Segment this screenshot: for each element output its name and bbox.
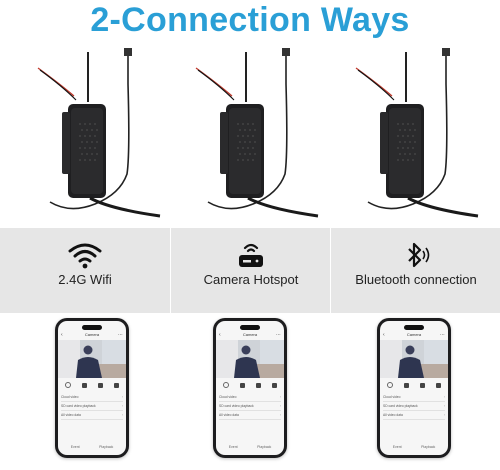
phone-app-preview-3: ‹ Camera ⋯ Cloud video› SD card video pl… [377,318,451,458]
page-title: 2-Connection Ways [90,1,410,39]
list-item[interactable]: SD card video playback› [61,402,123,411]
video-controls [218,381,282,389]
back-icon[interactable]: ‹ [383,332,385,338]
chevron-right-icon: › [279,404,281,408]
video-frame [216,340,284,378]
bluetooth-icon [408,242,430,268]
record-icon[interactable] [387,382,394,388]
record-icon[interactable] [223,382,230,388]
live-video-view[interactable] [380,340,448,378]
chevron-right-icon: › [121,404,123,408]
camera-module-1 [10,44,180,224]
video-frame [58,340,126,378]
live-video-view[interactable] [216,340,284,378]
app-screen: ‹ Camera ⋯ Cloud video› SD card video pl… [58,321,126,455]
connection-methods-band: 2.4G Wifi Camera Hotspot Bluetooth conne… [0,228,500,313]
dynamic-island [240,325,260,330]
more-icon[interactable]: ⋯ [276,332,281,338]
video-controls [60,381,124,389]
tab-playback[interactable]: Playback [99,445,114,449]
video-controls [382,381,446,389]
app-menu-list: Cloud video› SD card video playback› All… [61,393,123,420]
video-icon[interactable] [97,382,103,388]
connection-wifi: 2.4G Wifi [0,228,170,313]
dynamic-island [82,325,102,330]
chevron-right-icon: › [443,404,445,408]
app-screen-title: Camera [406,332,422,337]
phone-app-preview-1: ‹ Camera ⋯ Cloud video› SD card video pl… [55,318,129,458]
tab-event[interactable]: Event [228,445,238,449]
chevron-right-icon: › [121,413,123,417]
album-icon[interactable] [271,382,277,388]
album-icon[interactable] [113,382,119,388]
tab-playback[interactable]: Playback [421,445,436,449]
back-icon[interactable]: ‹ [61,332,63,338]
camera-module-illustration [195,48,319,218]
app-header: ‹ Camera ⋯ [380,331,448,339]
wifi-icon [68,243,102,269]
chevron-right-icon: › [443,413,445,417]
app-bottom-tabs: Event Playback [61,445,123,449]
connection-bluetooth: Bluetooth connection [330,228,500,313]
chevron-right-icon: › [443,395,445,399]
app-bottom-tabs: Event Playback [383,445,445,449]
camera-module-3 [328,44,498,224]
app-header: ‹ Camera ⋯ [216,331,284,339]
list-item[interactable]: Cloud video› [383,393,445,402]
video-icon[interactable] [419,382,425,388]
record-icon[interactable] [65,382,72,388]
dynamic-island [404,325,424,330]
camera-icon[interactable] [404,382,410,388]
more-icon[interactable]: ⋯ [118,332,123,338]
app-menu-list: Cloud video› SD card video playback› All… [219,393,281,420]
connection-label: Bluetooth connection [355,272,477,287]
list-item[interactable]: Cloud video› [219,393,281,402]
app-bottom-tabs: Event Playback [219,445,281,449]
back-icon[interactable]: ‹ [219,332,221,338]
chevron-right-icon: › [121,395,123,399]
live-video-view[interactable] [58,340,126,378]
video-frame [380,340,448,378]
list-item[interactable]: All video data› [219,411,281,420]
app-screen: ‹ Camera ⋯ Cloud video› SD card video pl… [380,321,448,455]
chevron-right-icon: › [279,395,281,399]
app-screen-title: Camera [242,332,258,337]
more-icon[interactable]: ⋯ [440,332,445,338]
app-screen-title: Camera [84,332,100,337]
app-menu-list: Cloud video› SD card video playback› All… [383,393,445,420]
list-item[interactable]: All video data› [383,411,445,420]
camera-module-illustration [355,48,479,218]
list-item[interactable]: SD card video playback› [219,402,281,411]
app-header: ‹ Camera ⋯ [58,331,126,339]
list-item[interactable]: All video data› [61,411,123,420]
phone-app-preview-2: ‹ Camera ⋯ Cloud video› SD card video pl… [213,318,287,458]
tab-event[interactable]: Event [70,445,80,449]
tab-playback[interactable]: Playback [257,445,272,449]
camera-icon[interactable] [82,382,88,388]
list-item[interactable]: Cloud video› [61,393,123,402]
chevron-right-icon: › [279,413,281,417]
router-hotspot-icon [239,243,263,267]
list-item[interactable]: SD card video playback› [383,402,445,411]
camera-icon[interactable] [240,382,246,388]
album-icon[interactable] [435,382,441,388]
connection-hotspot: Camera Hotspot [170,228,331,313]
tab-event[interactable]: Event [392,445,402,449]
connection-label: Camera Hotspot [203,272,299,287]
connection-label: 2.4G Wifi [58,272,112,287]
app-screen: ‹ Camera ⋯ Cloud video› SD card video pl… [216,321,284,455]
camera-module-2 [168,44,338,224]
camera-module-illustration [37,48,161,218]
video-icon[interactable] [255,382,261,388]
